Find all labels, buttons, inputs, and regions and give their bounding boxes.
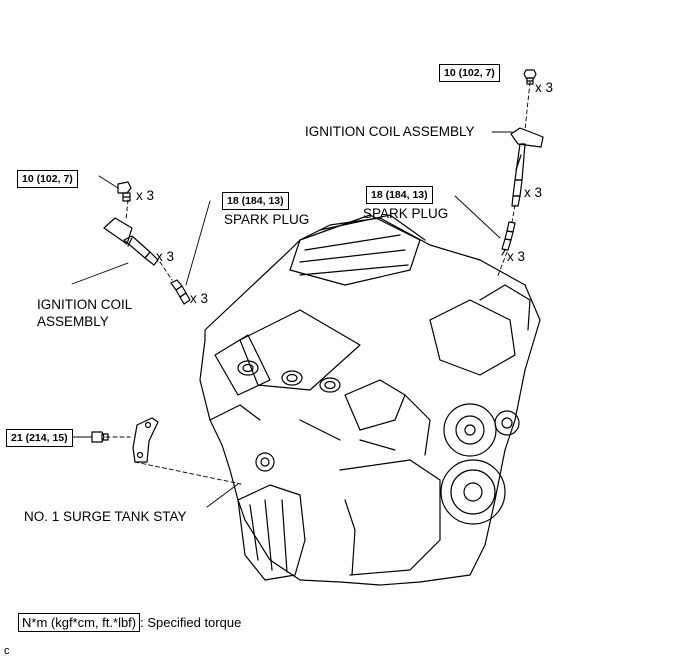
label-ignition-coil-right: IGNITION COIL ASSEMBLY xyxy=(305,124,475,139)
ignition-coil-left xyxy=(103,217,159,266)
qty-bolt-right: x 3 xyxy=(535,80,554,95)
stay-bolt xyxy=(91,431,109,443)
qty-coil-left: x 3 xyxy=(156,249,175,264)
bolt-right xyxy=(523,69,537,85)
torque-spec-bolt-right: 10 (102, 7) xyxy=(439,64,500,82)
torque-spec-bolt-left: 10 (102, 7) xyxy=(17,170,78,188)
spark-plug-left xyxy=(170,279,191,305)
label-surge-tank-stay: NO. 1 SURGE TANK STAY xyxy=(24,509,187,524)
surge-tank-stay xyxy=(132,417,159,463)
qty-coil-right: x 3 xyxy=(524,185,543,200)
label-spark-plug-left: SPARK PLUG xyxy=(224,212,310,227)
leader-lines xyxy=(69,131,513,508)
label-ignition-coil-left-line1: IGNITION COIL xyxy=(37,297,133,312)
bolt-left xyxy=(117,181,132,202)
qty-plug-left: x 3 xyxy=(190,291,209,306)
install-dashed-lines xyxy=(105,81,531,485)
engine-block xyxy=(199,214,541,586)
torque-spec-stay-bolt: 21 (214, 15) xyxy=(6,429,73,447)
ignition-coil-right xyxy=(510,127,544,207)
torque-legend: N*m (kgf*cm, ft.*lbf): Specified torque xyxy=(18,613,242,632)
label-ignition-coil-left-line2: ASSEMBLY xyxy=(37,314,109,329)
qty-plug-right: x 3 xyxy=(507,249,526,264)
torque-spec-spark-plug-left: 18 (184, 13) xyxy=(222,192,289,210)
legend-unit-box: N*m (kgf*cm, ft.*lbf) xyxy=(18,613,141,632)
legend-text: : Specified torque xyxy=(140,615,242,630)
qty-bolt-left: x 3 xyxy=(136,188,155,203)
torque-spec-spark-plug-right: 18 (184, 13) xyxy=(366,186,433,204)
label-spark-plug-right: SPARK PLUG xyxy=(363,206,449,221)
spark-plug-right xyxy=(501,221,516,256)
figure-code: c xyxy=(4,645,10,657)
